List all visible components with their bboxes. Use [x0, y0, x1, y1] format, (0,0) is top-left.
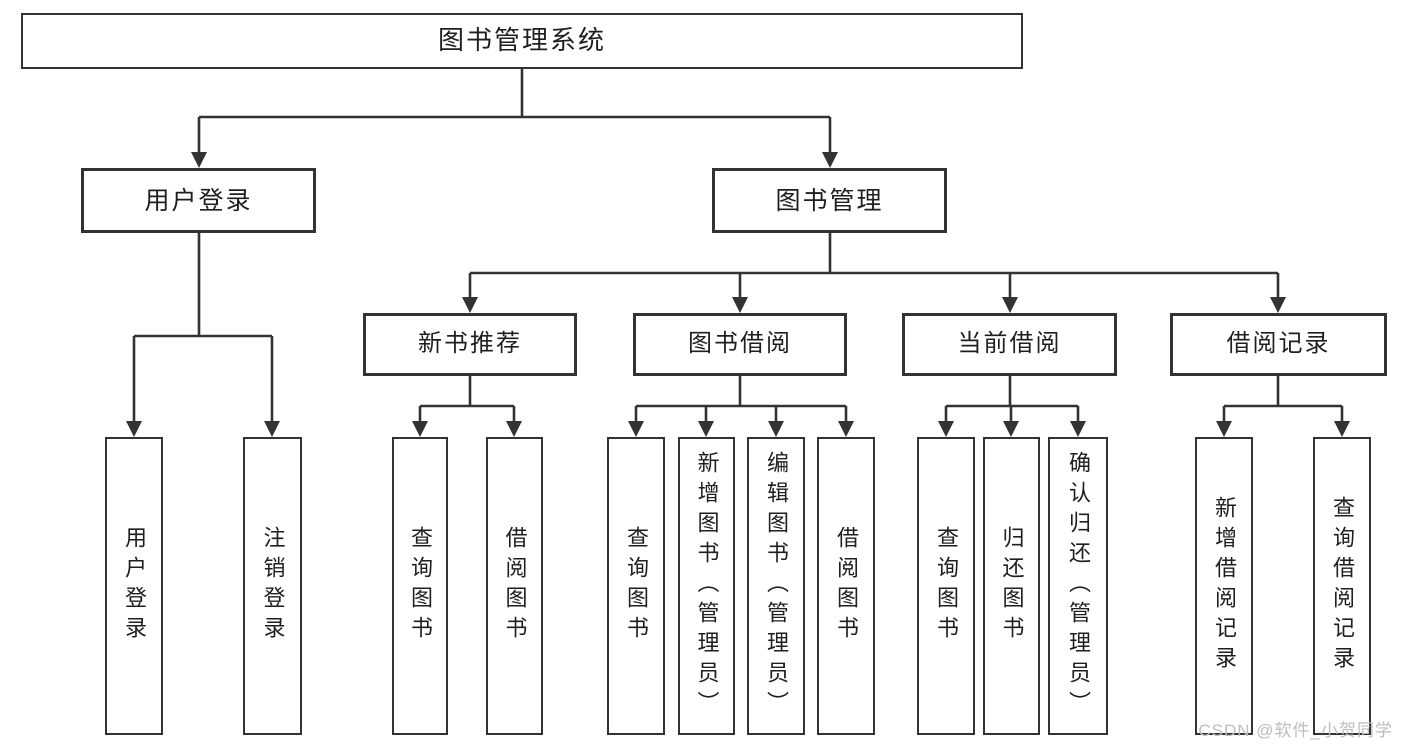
leaf-rec-query-book: 查询图书 [392, 437, 448, 735]
leaf-bb-borrow-book-label: 借阅图书 [834, 526, 859, 646]
node-root: 图书管理系统 [21, 13, 1023, 69]
leaf-bb-query-book-label: 查询图书 [624, 526, 649, 646]
leaf-rec-borrow-book-label: 借阅图书 [502, 526, 528, 646]
connector-newbookrec-to-leaves [418, 376, 516, 421]
node-book-mgmt: 图书管理 [712, 168, 947, 233]
arrowhead-icon [1070, 421, 1086, 437]
arrowhead-icon [1216, 421, 1232, 437]
leaf-cb-return-book: 归还图书 [983, 437, 1040, 735]
leaf-bb-add-book-label: 新增图书（管理员） [694, 451, 720, 721]
arrowhead-icon [822, 152, 838, 168]
arrowhead-icon [1334, 421, 1350, 437]
leaf-cb-query-book-label: 查询图书 [934, 526, 959, 646]
node-current-borrow-label: 当前借阅 [957, 330, 1062, 358]
arrowhead-icon [838, 421, 854, 437]
node-borrow-records: 借阅记录 [1170, 313, 1387, 376]
arrowhead-icon [732, 297, 748, 313]
arrowhead-icon [938, 421, 954, 437]
leaf-rec-borrow-book: 借阅图书 [486, 437, 543, 735]
leaf-logout: 注销登录 [243, 437, 302, 735]
leaf-br-query-record-label: 查询借阅记录 [1330, 496, 1355, 676]
arrowhead-icon [1002, 297, 1018, 313]
node-book-borrow: 图书借阅 [633, 313, 847, 376]
leaf-cb-confirm-return-label: 确认归还（管理员） [1066, 451, 1091, 721]
leaf-user-login-label: 用户登录 [122, 526, 147, 646]
node-new-book-rec: 新书推荐 [363, 313, 577, 376]
arrowhead-icon [412, 421, 428, 437]
node-user-login-group: 用户登录 [81, 168, 316, 233]
arrowhead-icon [1003, 421, 1019, 437]
connector-currentborrow-to-leaves [944, 376, 1080, 421]
node-new-book-rec-label: 新书推荐 [418, 330, 522, 358]
arrowhead-icon [628, 421, 644, 437]
connector-userlogin-to-leaves [132, 233, 274, 421]
connector-bookmgmt-to-level3 [468, 233, 1280, 297]
node-book-mgmt-label: 图书管理 [775, 186, 884, 215]
leaf-bb-edit-book: 编辑图书（管理员） [747, 437, 805, 735]
leaf-br-query-record: 查询借阅记录 [1313, 437, 1371, 735]
connector-borrowrecords-to-leaves [1222, 376, 1344, 421]
arrowhead-icon [126, 421, 142, 437]
leaf-logout-label: 注销登录 [260, 526, 286, 646]
node-borrow-records-label: 借阅记录 [1226, 330, 1331, 358]
connector-root-to-level2 [197, 69, 832, 152]
arrowhead-icon [506, 421, 522, 437]
leaf-bb-edit-book-label: 编辑图书（管理员） [764, 451, 789, 721]
leaf-bb-borrow-book: 借阅图书 [817, 437, 875, 735]
arrowhead-icon [1270, 297, 1286, 313]
leaf-cb-confirm-return: 确认归还（管理员） [1048, 437, 1108, 735]
node-root-label: 图书管理系统 [437, 25, 606, 56]
node-user-login-group-label: 用户登录 [144, 186, 253, 215]
arrowhead-icon [698, 421, 714, 437]
node-book-borrow-label: 图书借阅 [688, 330, 792, 358]
leaf-user-login: 用户登录 [105, 437, 163, 735]
leaf-br-add-record: 新增借阅记录 [1195, 437, 1253, 735]
connector-bookborrow-to-leaves [634, 376, 848, 421]
csdn-watermark: CSDN @软件_小贺同学 [1198, 721, 1393, 740]
arrowhead-icon [191, 152, 207, 168]
leaf-bb-query-book: 查询图书 [607, 437, 665, 735]
leaf-cb-query-book: 查询图书 [917, 437, 975, 735]
leaf-rec-query-book-label: 查询图书 [408, 526, 433, 646]
arrowhead-icon [264, 421, 280, 437]
arrowhead-icon [462, 297, 478, 313]
arrowhead-icon [768, 421, 784, 437]
leaf-cb-return-book-label: 归还图书 [999, 526, 1025, 646]
node-current-borrow: 当前借阅 [902, 313, 1117, 376]
leaf-bb-add-book: 新增图书（管理员） [678, 437, 735, 735]
leaf-br-add-record-label: 新增借阅记录 [1212, 496, 1237, 676]
